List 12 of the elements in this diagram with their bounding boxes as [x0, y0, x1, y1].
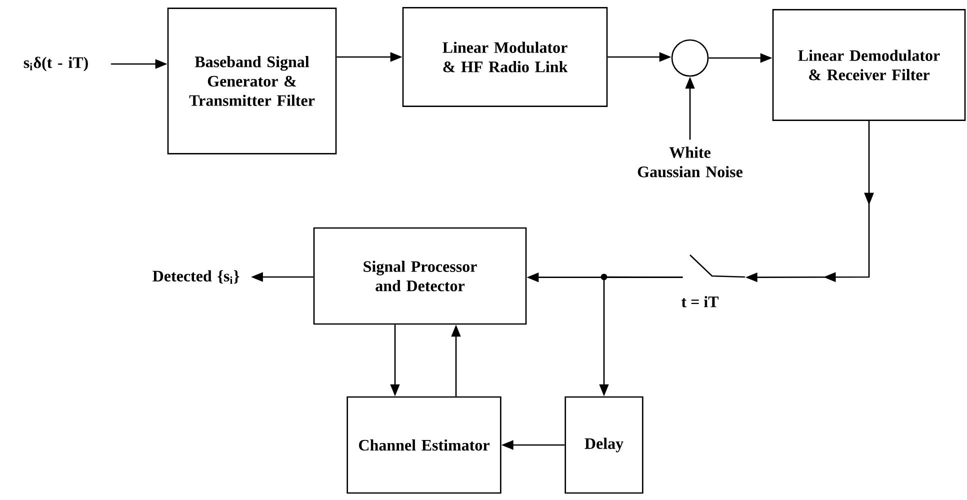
block-box: Signal Processor and Detector [313, 227, 527, 325]
block-box: Delay [564, 396, 644, 494]
summing-junction [671, 39, 709, 77]
signal-label: s$_{i}$δ(t - iT) [24, 56, 88, 72]
signal-label: Detected {s$_{i}$} [152, 270, 240, 284]
sampling-switch [690, 254, 746, 278]
block-box: Channel Estimator [346, 396, 502, 494]
block-box: Linear Modulator & HF Radio Link [402, 7, 608, 107]
signal-label: White Gaussian Noise [638, 146, 742, 178]
sampling-time-label: t = iT [681, 296, 719, 308]
block-box: Baseband Signal Generator & Transmitter Filter [167, 8, 337, 154]
block-box: Linear Demodulator & Receiver Filter [772, 9, 966, 121]
